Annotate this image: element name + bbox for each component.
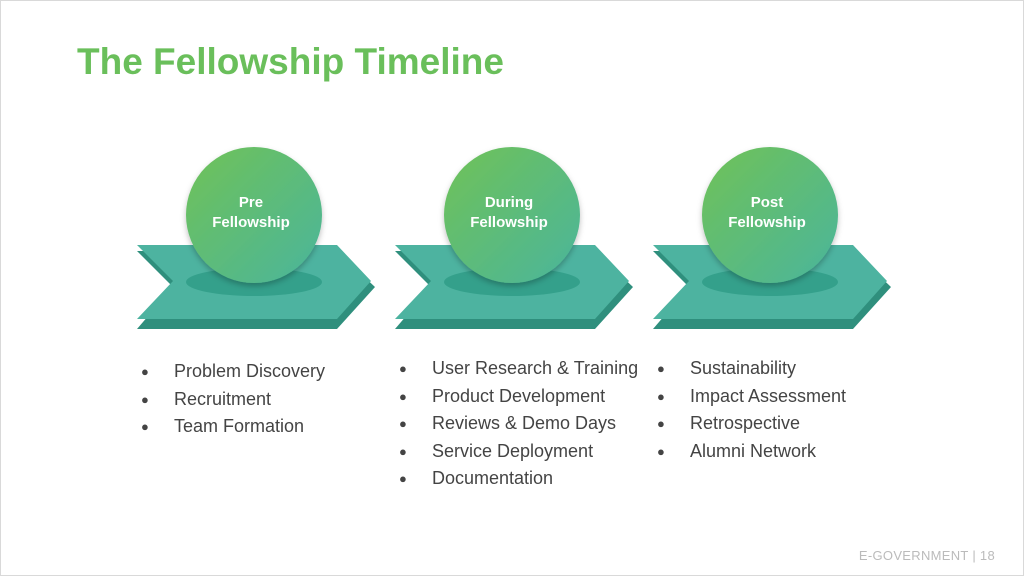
stage-label: During Fellowship bbox=[439, 193, 579, 233]
list-item-text: Service Deployment bbox=[432, 440, 594, 461]
bullet-icon: ● bbox=[657, 361, 665, 376]
stage-label-line2: Fellowship bbox=[728, 214, 806, 231]
list-item: ● Alumni Network bbox=[653, 438, 900, 466]
bullet-icon: ● bbox=[141, 364, 149, 379]
bullet-icon: ● bbox=[141, 419, 149, 434]
list-item-text: Impact Assessment bbox=[690, 385, 847, 406]
footer-page-number: E-GOVERNMENT | 18 bbox=[858, 548, 995, 563]
list-item-text: Recruitment bbox=[174, 388, 272, 409]
list-item: ● Problem Discovery bbox=[137, 358, 384, 386]
list-item: ● Reviews & Demo Days bbox=[395, 410, 642, 438]
list-item: ● Recruitment bbox=[137, 386, 384, 414]
list-item-text: Reviews & Demo Days bbox=[432, 413, 617, 433]
list-item-text: Retrospective bbox=[690, 413, 801, 433]
list-item-text: Product Development bbox=[432, 385, 606, 406]
list-item: ● Service Deployment bbox=[395, 438, 642, 466]
list-item: ● Sustainability bbox=[653, 355, 900, 383]
list-item-text: User Research & Training bbox=[432, 358, 639, 378]
during-fellowship-list: ● User Research & Training ● Product Develo… bbox=[395, 355, 642, 493]
list-item: ● Retrospective bbox=[653, 410, 900, 438]
list-item: ● Documentation bbox=[395, 465, 642, 493]
list-item: ● User Research & Training bbox=[395, 355, 642, 383]
stage-label: Post Fellowship bbox=[697, 193, 837, 233]
list-item-text: Sustainability bbox=[690, 358, 797, 378]
stage-label-line1: Post bbox=[750, 194, 784, 211]
bullet-icon: ● bbox=[399, 471, 407, 486]
post-fellowship-list: ● Sustainability ● Impact Assessment ● Retros… bbox=[653, 355, 900, 465]
bullet-icon: ● bbox=[399, 388, 407, 404]
stage-label: Pre Fellowship bbox=[181, 193, 321, 233]
list-item-text: Documentation bbox=[432, 468, 554, 488]
bullet-icon: ● bbox=[399, 443, 407, 459]
chevron-circle-graphic bbox=[137, 147, 375, 329]
list-item: ● Team Formation bbox=[137, 413, 384, 441]
bullet-icon: ● bbox=[657, 388, 665, 404]
stage-label-line2: Fellowship bbox=[470, 214, 548, 231]
bullet-icon: ● bbox=[399, 416, 407, 431]
bullet-icon: ● bbox=[657, 416, 665, 431]
chevron-circle-graphic bbox=[395, 147, 633, 329]
bullet-icon: ● bbox=[399, 361, 407, 376]
stage-label-line1: Pre bbox=[238, 194, 264, 211]
stage-label-line1: During bbox=[484, 194, 534, 211]
list-item-text: Alumni Network bbox=[690, 440, 817, 461]
stage-pre-fellowship: Pre Fellowship bbox=[133, 141, 393, 341]
pre-fellowship-list: ● Problem Discovery ● Recruitment ● Team Form… bbox=[137, 358, 384, 441]
list-item-text: Problem Discovery bbox=[174, 361, 326, 381]
stage-during-fellowship: During Fellowship bbox=[391, 141, 651, 341]
page-title: The Fellowship Timeline bbox=[77, 41, 504, 82]
list-item: ● Product Development bbox=[395, 383, 642, 411]
stage-label-line2: Fellowship bbox=[212, 214, 290, 231]
bullet-icon: ● bbox=[657, 443, 665, 459]
list-item-text: Team Formation bbox=[174, 416, 305, 436]
chevron-circle-graphic bbox=[653, 147, 891, 329]
bullet-icon: ● bbox=[141, 391, 149, 407]
stage-post-fellowship: Post Fellowship bbox=[649, 141, 909, 341]
list-item: ● Impact Assessment bbox=[653, 383, 900, 411]
